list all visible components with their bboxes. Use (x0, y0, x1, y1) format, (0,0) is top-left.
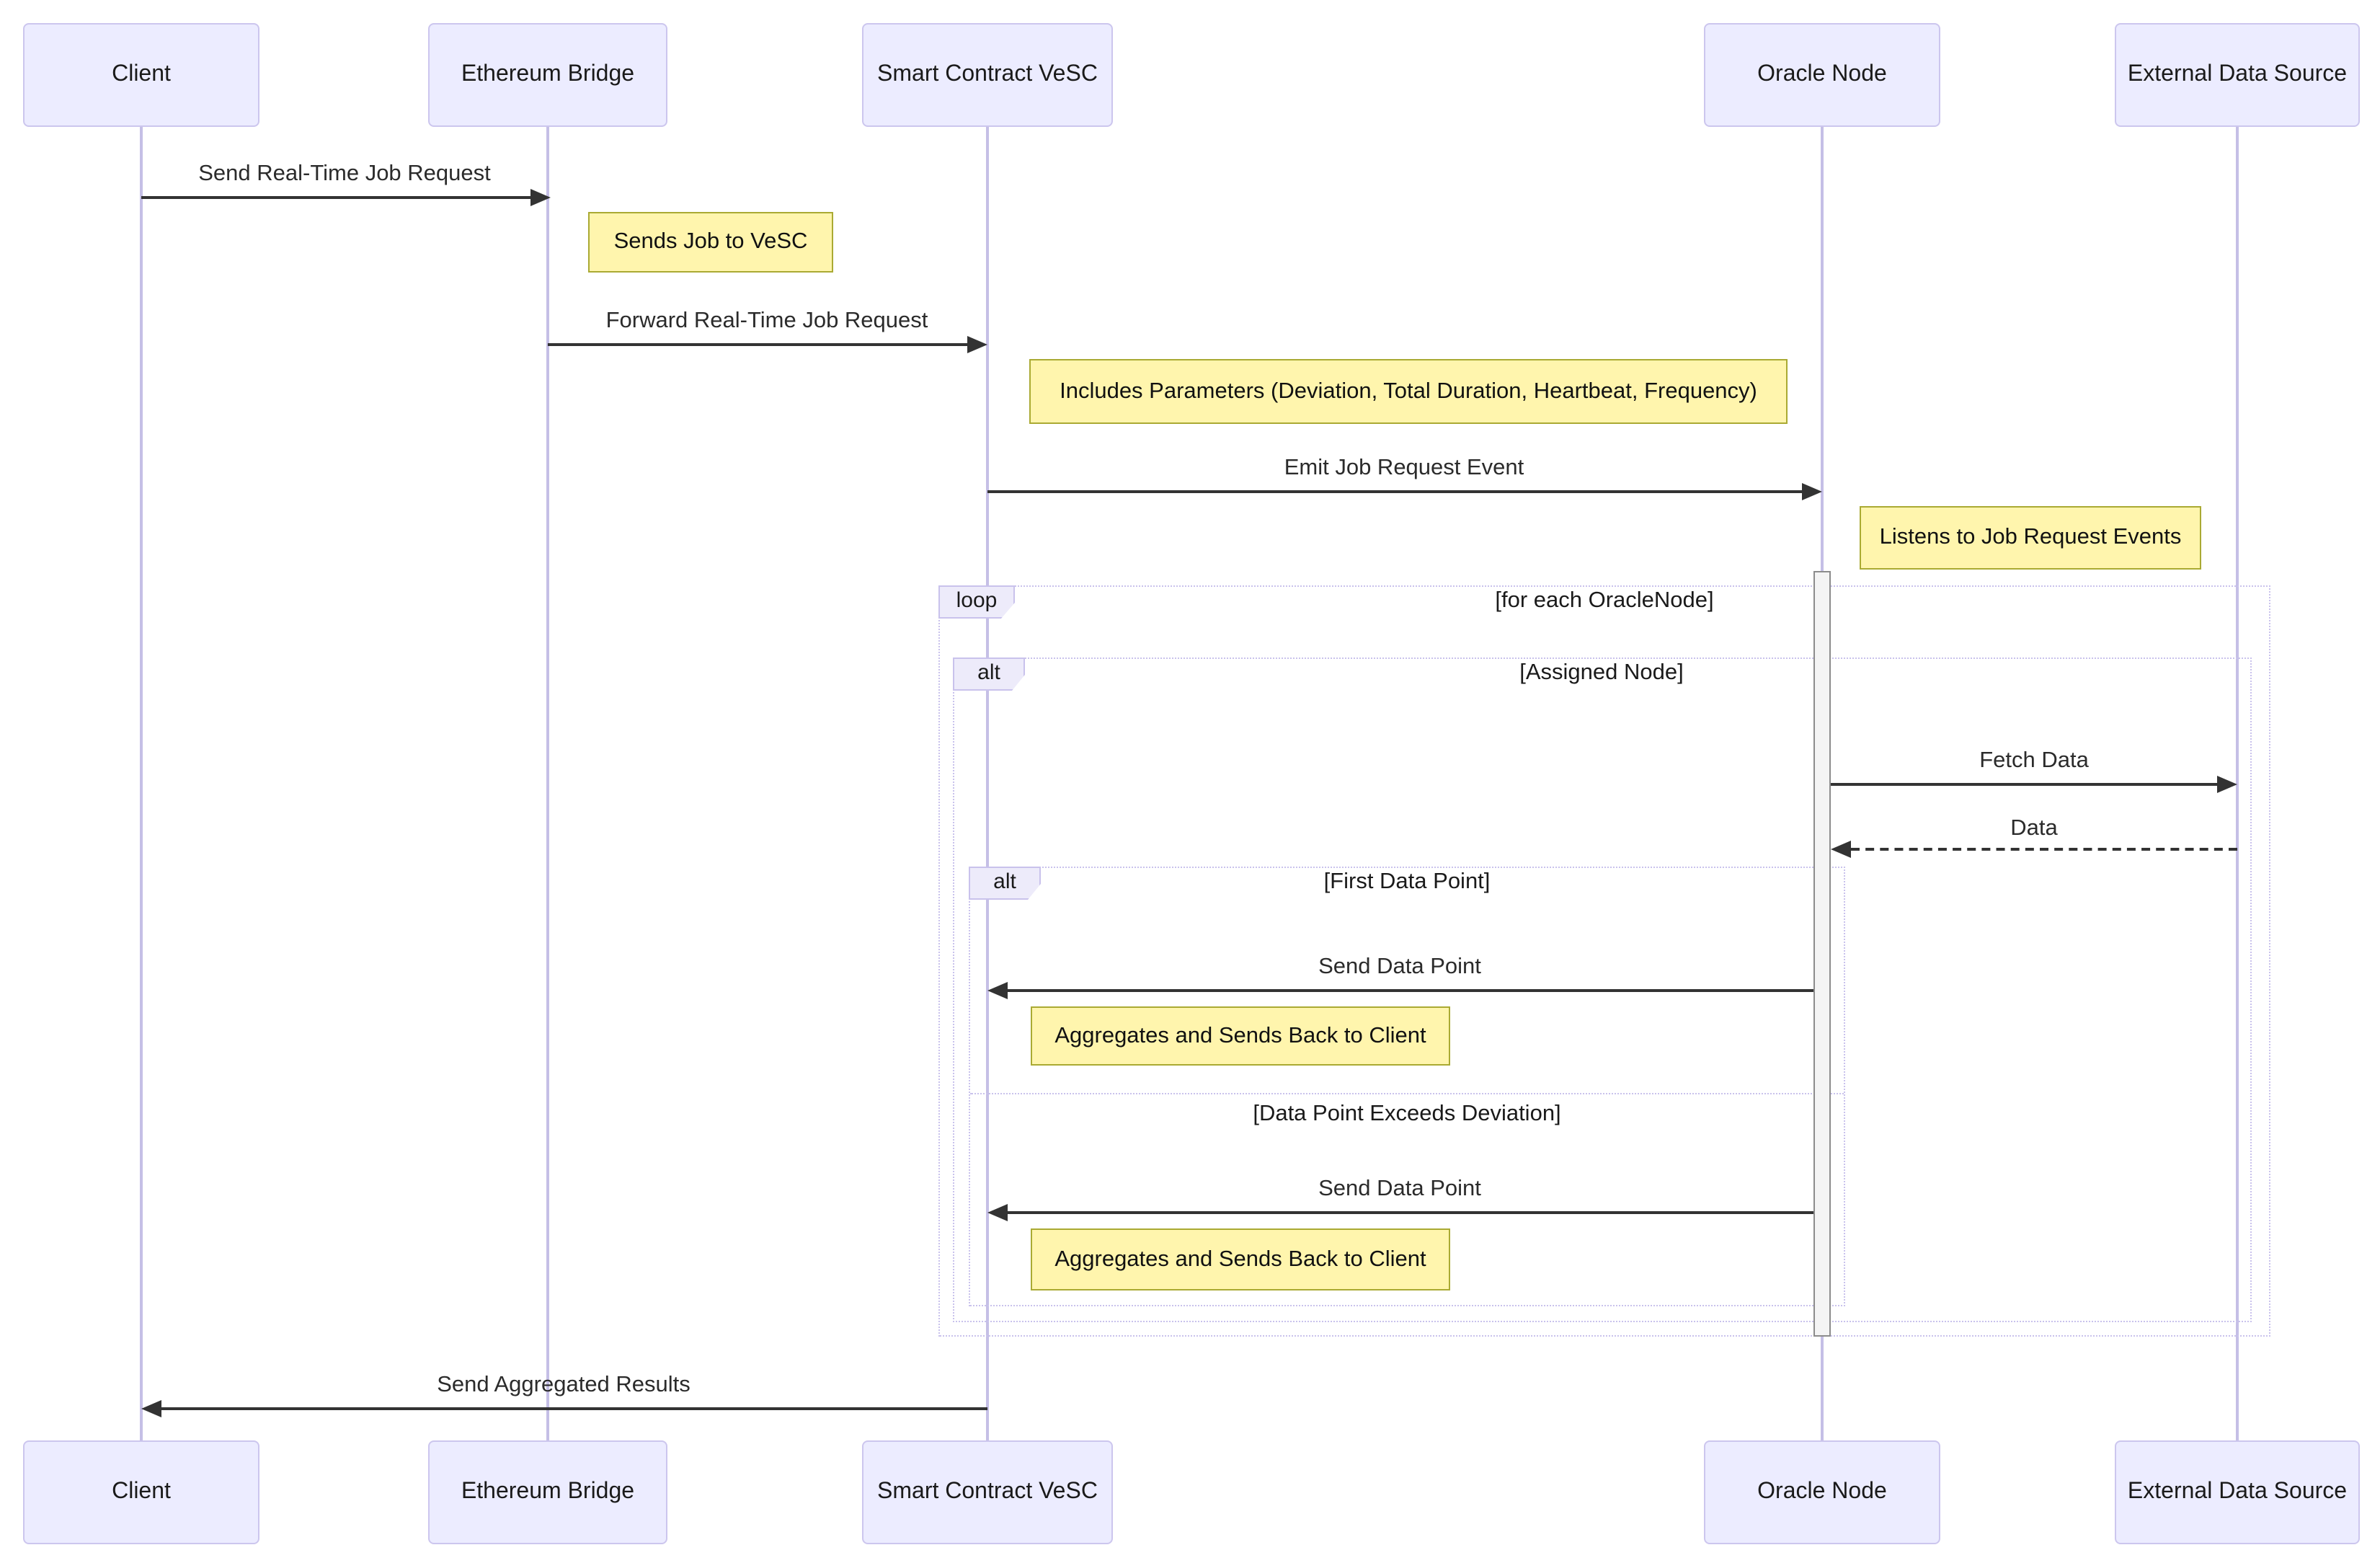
alt-inner-frame (969, 867, 1845, 1306)
alt-inner-divider-title: [Data Point Exceeds Deviation] (1253, 1102, 1561, 1126)
lifeline-ethereum-bridge (546, 127, 549, 1440)
activation-bar-oracle-node (1813, 571, 1831, 1337)
actor-smart-contract-vesc-top: Smart Contract VeSC (862, 23, 1113, 127)
alt-inner-frame-title: [First Data Point] (1323, 869, 1491, 894)
note: Aggregates and Sends Back to Client (1031, 1006, 1450, 1066)
message-line (548, 343, 967, 346)
message-label: Emit Job Request Event (1284, 456, 1524, 480)
arrowhead (1802, 483, 1822, 500)
message-label: Send Data Point (1318, 1177, 1481, 1201)
alt-outer-frame (953, 657, 2252, 1322)
message-line (987, 490, 1802, 493)
actor-oracle-node-bottom: Oracle Node (1704, 1440, 1940, 1544)
message-label: Forward Real-Time Job Request (605, 309, 928, 333)
alt-outer-frame-title: [Assigned Node] (1519, 660, 1684, 685)
arrowhead (1831, 841, 1851, 858)
message-label: Data (2010, 816, 2058, 841)
actor-oracle-node-top: Oracle Node (1704, 23, 1940, 127)
loop-frame (938, 585, 2270, 1337)
lifeline-client (140, 127, 142, 1440)
alt-inner-frame-label: alt (969, 867, 1041, 900)
message-line (1008, 1211, 1813, 1214)
loop-frame-title: [for each OracleNode] (1495, 588, 1714, 613)
message-line (1831, 783, 2217, 786)
note: Aggregates and Sends Back to Client (1031, 1228, 1450, 1290)
message-line (1008, 989, 1813, 992)
arrowhead (2217, 776, 2237, 793)
loop-frame-label: loop (938, 585, 1015, 619)
note: Sends Job to VeSC (588, 212, 833, 273)
message-label: Send Real-Time Job Request (198, 161, 491, 186)
arrowhead (987, 982, 1008, 999)
actor-external-data-source-top: External Data Source (2115, 23, 2360, 127)
message-line (1851, 848, 2237, 851)
actor-client-top: Client (23, 23, 259, 127)
actor-client-bottom: Client (23, 1440, 259, 1544)
actor-ethereum-bridge-bottom: Ethereum Bridge (428, 1440, 667, 1544)
arrowhead (967, 336, 987, 353)
arrowhead (987, 1204, 1008, 1221)
lifeline-smart-contract-vesc (986, 127, 988, 1440)
actor-smart-contract-vesc-bottom: Smart Contract VeSC (862, 1440, 1113, 1544)
message-label: Send Aggregated Results (437, 1373, 691, 1397)
arrowhead (530, 189, 551, 206)
message-line (141, 196, 530, 199)
alt-inner-divider (970, 1093, 1844, 1094)
note: Includes Parameters (Deviation, Total Du… (1029, 359, 1788, 424)
note: Listens to Job Request Events (1860, 506, 2201, 570)
arrowhead (141, 1400, 161, 1417)
actor-external-data-source-bottom: External Data Source (2115, 1440, 2360, 1544)
message-line (161, 1407, 987, 1410)
actor-ethereum-bridge-top: Ethereum Bridge (428, 23, 667, 127)
message-label: Fetch Data (1979, 748, 2089, 773)
alt-outer-frame-label: alt (953, 657, 1025, 691)
message-label: Send Data Point (1318, 955, 1481, 979)
